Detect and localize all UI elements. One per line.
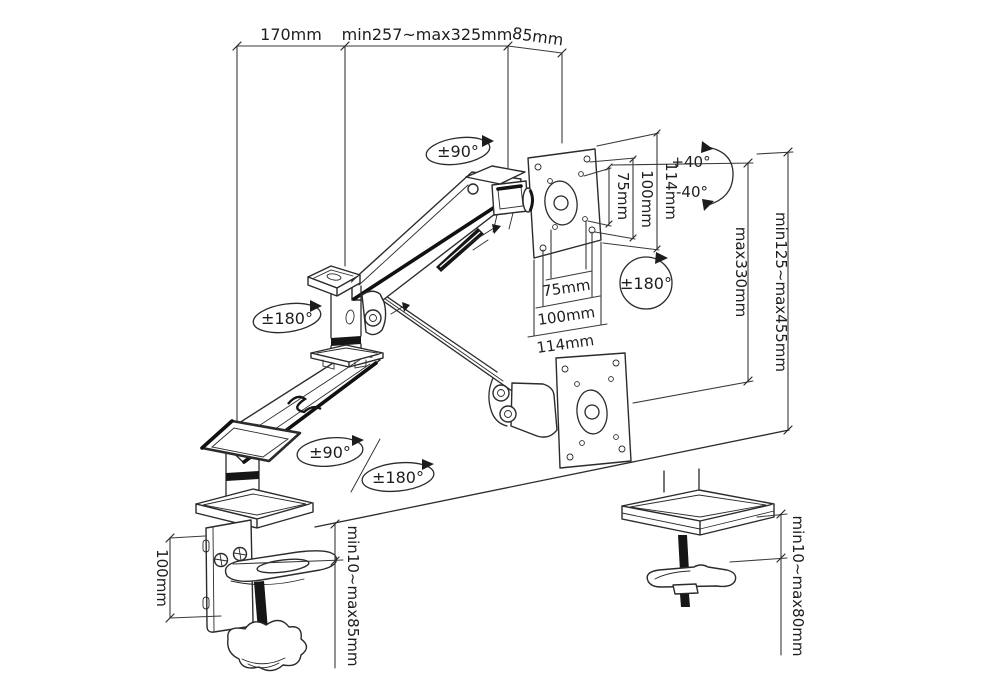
grommet-dimensions: min10~max80mm	[729, 509, 807, 657]
arm-raised-position	[351, 171, 522, 301]
desk-edge	[314, 429, 790, 528]
grommet-range-label: min10~max80mm	[789, 516, 807, 657]
desk-clamp	[202, 519, 338, 672]
grommet-wing	[646, 564, 737, 588]
vesa-side-114-label: 114mm	[662, 162, 680, 220]
grommet-rod-lower	[680, 594, 690, 607]
vesa-bottom-100-label: 100mm	[536, 303, 596, 329]
monitor-rotate-arrow	[619, 256, 673, 310]
base-rotate-90-arrow	[296, 437, 364, 467]
clamp-dimensions: 100mm min10~max85mm	[153, 519, 362, 669]
elbow-bracket	[510, 382, 558, 438]
clamp-range-label: min10~max85mm	[344, 526, 362, 667]
base-rotate-180-arrow	[361, 461, 435, 493]
head-swivel-arrow	[425, 136, 491, 166]
vesa-side-dimensions: 75mm 100mm 114mm	[583, 129, 680, 253]
tilt-up-label: +40°	[671, 153, 710, 171]
spring-detail	[287, 395, 322, 414]
riser-swivel-arrow	[252, 302, 322, 334]
monitor-rotate-label: ±180°	[620, 274, 672, 293]
vesa-plate-upper	[527, 148, 602, 259]
riser-joint	[307, 265, 387, 370]
riser-swivel-label: ±180°	[261, 309, 313, 328]
vesa-plate-lower	[555, 352, 632, 469]
base-rotate-90-label: ±90°	[309, 443, 351, 462]
vesa-side-75-label: 75mm	[614, 172, 632, 220]
lift-range-label: max330mm	[732, 227, 750, 318]
top-dim-left-label: 170mm	[260, 25, 322, 44]
desk-plate-left	[195, 488, 314, 529]
clamp-height-label: 100mm	[153, 549, 171, 607]
height-dimensions: max330mm min125~max455mm	[611, 147, 794, 435]
clamp-knob	[227, 619, 308, 672]
top-dimensions: 170mm min257~max325mm 85mm	[232, 24, 567, 429]
top-dim-right-label: 85mm	[511, 24, 565, 50]
base-rotate-180-label: ±180°	[372, 468, 424, 487]
top-dim-middle-label: min257~max325mm	[342, 25, 513, 44]
grommet-mount	[621, 468, 775, 607]
monitor-head-joint	[465, 165, 534, 251]
vesa-side-100-label: 100mm	[638, 170, 656, 228]
height-range-label: min125~max455mm	[772, 212, 790, 372]
rotation-symbols: ±90° ±180° ±180° ±90° ±180° +40° -40°	[252, 135, 734, 493]
vesa-bottom-114-label: 114mm	[535, 331, 595, 357]
head-swivel-label: ±90°	[437, 142, 479, 161]
arm-lowered-position	[360, 278, 632, 469]
base-pole	[200, 419, 302, 504]
tilt-down-label: -40°	[676, 183, 708, 201]
clamp-threaded-rod	[254, 581, 268, 631]
tilt-arc	[706, 146, 734, 206]
grommet-rod-upper	[678, 535, 689, 571]
